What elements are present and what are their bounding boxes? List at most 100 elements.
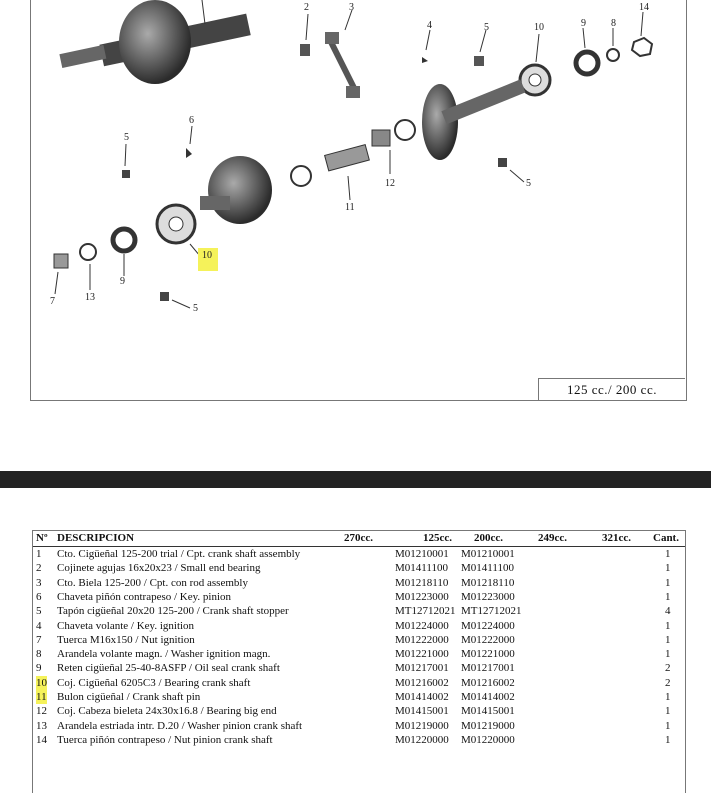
callout-12: 12 bbox=[385, 178, 395, 189]
row-code-125: M01411100 bbox=[395, 562, 448, 575]
row-num: 14 bbox=[36, 733, 47, 746]
row-code-200: M01216002 bbox=[461, 676, 515, 689]
table-row: 9 Reten cigüeñal 25-40-8ASFP / Oil seal c… bbox=[33, 661, 685, 676]
row-code-125: MT12712021 bbox=[395, 605, 456, 618]
row-desc: Cto. Biela 125-200 / Cpt. con rod assemb… bbox=[57, 576, 248, 589]
row-desc: Arandela volante magn. / Washer ignition… bbox=[57, 648, 271, 661]
crankshaft-drawing bbox=[53, 0, 654, 309]
callout-9-top: 9 bbox=[581, 18, 586, 29]
row-code-200: M01218110 bbox=[461, 576, 515, 589]
row-code-125: M01414002 bbox=[395, 691, 449, 703]
callout-14: 14 bbox=[639, 2, 649, 13]
row-code-125: M01224000 bbox=[395, 619, 449, 632]
callout-10-top: 10 bbox=[534, 22, 544, 33]
row-qty: 1 bbox=[665, 576, 671, 589]
row-num: 6 bbox=[36, 590, 42, 603]
callout-5-top: 5 bbox=[484, 22, 489, 33]
row-desc: Cto. Cigüeñal 125-200 trial / Cpt. crank… bbox=[57, 548, 301, 560]
section-divider bbox=[0, 471, 711, 488]
header-200cc: 200cc. bbox=[474, 532, 504, 544]
row-num: 1 bbox=[36, 548, 42, 560]
header-desc: DESCRIPCION bbox=[57, 532, 135, 544]
table-row: 11 Bulon cigüeñal / Crank shaft pin M01414… bbox=[33, 690, 685, 705]
row-code-200: M01219000 bbox=[461, 719, 515, 732]
row-num: 7 bbox=[36, 633, 42, 646]
row-code-200: MT12712021 bbox=[461, 605, 522, 618]
header-num: Nº bbox=[36, 532, 48, 544]
row-code-125: M01220000 bbox=[395, 733, 449, 746]
table-row: 14 Tuerca piñón contrapeso / Nut pinion c… bbox=[33, 733, 685, 748]
row-code-200: M01411100 bbox=[461, 562, 514, 575]
row-qty: 1 bbox=[665, 719, 671, 732]
row-code-200: M01220000 bbox=[461, 733, 515, 746]
row-code-125: M01216002 bbox=[395, 676, 449, 689]
row-num: 11 bbox=[36, 690, 47, 704]
parts-table: Nº DESCRIPCION 270cc. 125cc. 200cc. 249c… bbox=[32, 530, 686, 793]
row-code-125: M01217001 bbox=[395, 662, 449, 675]
row-num: 13 bbox=[36, 719, 47, 732]
row-code-200: M01210001 bbox=[461, 548, 515, 560]
row-qty: 2 bbox=[665, 676, 671, 689]
row-desc: Reten cigüeñal 25-40-8ASFP / Oil seal cr… bbox=[57, 662, 280, 675]
engine-size-caption: 125 cc./ 200 cc. bbox=[538, 378, 685, 401]
row-qty: 1 bbox=[665, 548, 671, 560]
row-desc: Bulon cigüeñal / Crank shaft pin bbox=[57, 691, 201, 703]
row-qty: 4 bbox=[665, 605, 671, 618]
callout-11: 11 bbox=[345, 202, 355, 213]
row-code-200: M01217001 bbox=[461, 662, 515, 675]
row-num: 9 bbox=[36, 662, 42, 675]
table-row: 1 Cto. Cigüeñal 125-200 trial / Cpt. cran… bbox=[33, 547, 685, 562]
row-desc: Cojinete agujas 16x20x23 / Small end bea… bbox=[57, 562, 261, 575]
table-row: 13 Arandela estriada intr. D.20 / Washer … bbox=[33, 719, 685, 734]
table-row: 3 Cto. Biela 125-200 / Cpt. con rod assem… bbox=[33, 576, 685, 591]
row-qty: 1 bbox=[665, 562, 671, 575]
row-qty: 2 bbox=[665, 662, 671, 675]
row-code-125: M01210001 bbox=[395, 548, 449, 560]
row-code-200: M01415001 bbox=[461, 705, 515, 718]
row-qty: 1 bbox=[665, 733, 671, 746]
row-code-125: M01221000 bbox=[395, 648, 449, 661]
callout-4: 4 bbox=[427, 20, 432, 31]
header-qty: Cant. bbox=[653, 532, 679, 544]
callout-8: 8 bbox=[611, 18, 616, 29]
row-num: 5 bbox=[36, 605, 42, 618]
row-num: 12 bbox=[36, 705, 47, 718]
callout-5-right: 5 bbox=[526, 178, 531, 189]
row-desc: Arandela estriada intr. D.20 / Washer pi… bbox=[57, 719, 303, 732]
callout-3: 3 bbox=[349, 2, 354, 13]
row-num: 2 bbox=[36, 562, 42, 575]
row-code-200: M01414002 bbox=[461, 691, 515, 703]
row-code-125: M01219000 bbox=[395, 719, 449, 732]
caption-text: 125 cc./ 200 cc. bbox=[567, 382, 657, 397]
table-row: 2 Cojinete agujas 16x20x23 / Small end be… bbox=[33, 561, 685, 576]
header-321cc: 321cc. bbox=[602, 532, 632, 544]
row-qty: 1 bbox=[665, 691, 671, 703]
row-desc: Tapón cigüeñal 20x20 125-200 / Crank sha… bbox=[57, 605, 289, 618]
table-header: Nº DESCRIPCION 270cc. 125cc. 200cc. 249c… bbox=[33, 531, 685, 547]
row-desc: Chaveta volante / Key. ignition bbox=[57, 619, 195, 632]
row-num: 3 bbox=[36, 576, 42, 589]
callout-6: 6 bbox=[189, 115, 194, 126]
row-qty: 1 bbox=[665, 633, 671, 646]
table-row: 10 Coj. Cigüeñal 6205C3 / Bearing crank s… bbox=[33, 675, 685, 691]
row-desc: Tuerca piñón contrapeso / Nut pinion cra… bbox=[57, 733, 273, 746]
callout-7: 7 bbox=[50, 296, 55, 307]
row-desc: Coj. Cigüeñal 6205C3 / Bearing crank sha… bbox=[57, 676, 251, 689]
header-249cc: 249cc. bbox=[538, 532, 568, 544]
row-num: 10 bbox=[36, 675, 47, 690]
row-code-125: M01223000 bbox=[395, 590, 449, 603]
row-qty: 1 bbox=[665, 648, 671, 661]
row-code-200: M01221000 bbox=[461, 648, 515, 661]
header-270cc: 270cc. bbox=[344, 532, 374, 544]
row-code-125: M01218110 bbox=[395, 576, 449, 589]
row-desc: Tuerca M16x150 / Nut ignition bbox=[57, 633, 195, 646]
row-code-200: M01222000 bbox=[461, 633, 515, 646]
row-qty: 1 bbox=[665, 619, 671, 632]
row-desc: Coj. Cabeza bieleta 24x30x16.8 / Bearing… bbox=[57, 705, 277, 718]
callout-13: 13 bbox=[85, 292, 95, 303]
row-code-125: M01415001 bbox=[395, 705, 449, 718]
callout-5-bottom: 5 bbox=[193, 303, 198, 314]
callout-5-left: 5 bbox=[124, 132, 129, 143]
